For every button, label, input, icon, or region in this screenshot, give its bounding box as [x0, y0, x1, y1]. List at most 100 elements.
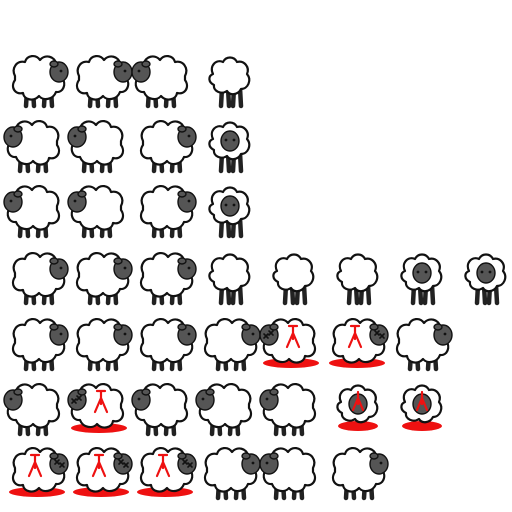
sheep-drawing [139, 318, 197, 372]
x-eye [263, 333, 269, 339]
sheep-drawing [131, 55, 189, 109]
sheep-drawing [11, 318, 69, 372]
sheep-sprite-walk-right [133, 247, 197, 307]
sheep-sprite-walk-left [259, 378, 323, 438]
sheep-ear [269, 323, 279, 331]
sheep-sprite-front-view [197, 115, 259, 175]
wound-mark [91, 453, 107, 478]
sheep-drawing [75, 252, 133, 306]
sheep-drawing [67, 185, 125, 239]
x-eye [54, 459, 60, 465]
sheep-sprite-back-view [197, 50, 259, 110]
sheep-eye [137, 397, 141, 401]
x-eye [268, 330, 274, 336]
sheep-sprite-walk-left [131, 378, 195, 438]
sheep-eye [59, 266, 63, 270]
sheep-eye [73, 134, 77, 138]
sheep-ear [77, 190, 87, 198]
sheep-drawing [11, 55, 69, 109]
sheep-eye [379, 461, 383, 465]
sheep-sprite-walk-right [5, 313, 69, 373]
sheep-drawing [67, 383, 127, 433]
sheep-ear [177, 190, 187, 198]
x-eye [182, 459, 188, 465]
sheep-sprite-front-view [389, 247, 451, 307]
sheep-eye [73, 199, 77, 203]
sheep-drawing [75, 55, 133, 109]
sheep-sprite-walk-left [3, 115, 67, 175]
sheep-sprite-walk-left [3, 180, 67, 240]
sheep-ear [369, 452, 379, 460]
sheep-drawing [3, 185, 61, 239]
sheep-sprite-front-view [453, 247, 512, 307]
sheep-ear [13, 388, 23, 396]
wound-mark [93, 389, 109, 414]
sheep-sprite-walk-right [197, 313, 261, 373]
sheep-drawing [139, 120, 197, 174]
sheep-drawing [67, 120, 125, 174]
sheep-sprite-walk-right [133, 313, 197, 373]
sheep-ear [13, 125, 23, 133]
sheep-eye [224, 203, 228, 207]
sheep-sprite-walk-right [133, 180, 197, 240]
wound-mark [415, 390, 429, 412]
sheep-ear [113, 257, 123, 265]
sheep-drawing [259, 383, 317, 437]
x-eye [379, 333, 385, 339]
sheep-drawing [9, 447, 69, 497]
sheep-drawing [400, 253, 443, 306]
blood-pool [338, 421, 378, 431]
sheep-eye [9, 134, 13, 138]
sheep-eye [137, 69, 141, 73]
sheep-eye [9, 397, 13, 401]
sheep-ear [369, 323, 379, 331]
sheep-drawing [336, 384, 379, 431]
sheep-ear [49, 452, 59, 460]
sheep-drawing [395, 318, 453, 372]
sheep-body [208, 253, 251, 293]
sheep-drawing [259, 318, 319, 368]
x-eye [76, 395, 82, 401]
sheep-sprite-walk-right [5, 50, 69, 110]
sheep-sprite-walk-left [259, 442, 323, 502]
sheep-eye [187, 266, 191, 270]
sheep-eye [424, 270, 428, 274]
sheep-body [208, 56, 251, 96]
sheep-drawing [331, 447, 389, 501]
sheep-eye [187, 134, 191, 138]
sheep-head [220, 130, 240, 152]
wound-mark [285, 324, 301, 349]
sheep-drawing [272, 253, 315, 306]
sheep-sprite-walk-left [67, 180, 131, 240]
sheep-sprite-walk-right [197, 442, 261, 502]
sheep-eye [265, 461, 269, 465]
sheep-eye [123, 266, 127, 270]
sheep-sprite-dead-right [5, 442, 69, 502]
sheep-eye [251, 332, 255, 336]
sheep-drawing [203, 318, 261, 372]
sheep-sprite-walk-left [67, 115, 131, 175]
sheep-ear [177, 323, 187, 331]
sheep-eye [265, 397, 269, 401]
sheep-drawing [336, 253, 379, 306]
sheep-eye [123, 332, 127, 336]
sheep-eye [187, 332, 191, 336]
sheep-ear [177, 452, 187, 460]
sheep-drawing [400, 384, 443, 431]
x-eye [118, 459, 124, 465]
x-eye [59, 462, 65, 468]
sheep-sprite-walk-right [133, 115, 197, 175]
sheep-eye [232, 203, 236, 207]
wound-mark [27, 453, 43, 478]
sheep-ear [13, 190, 23, 198]
sheep-eye [480, 270, 484, 274]
sheep-sprite-walk-right [69, 247, 133, 307]
sheep-sprite-walk-left [3, 378, 67, 438]
sheep-eye [123, 69, 127, 73]
sheep-eye [9, 199, 13, 203]
sheep-drawing [208, 186, 251, 239]
sheep-drawing [75, 318, 133, 372]
sheep-eye [59, 69, 63, 73]
sheep-eye [59, 332, 63, 336]
sheep-sprite-walk-right [389, 313, 453, 373]
